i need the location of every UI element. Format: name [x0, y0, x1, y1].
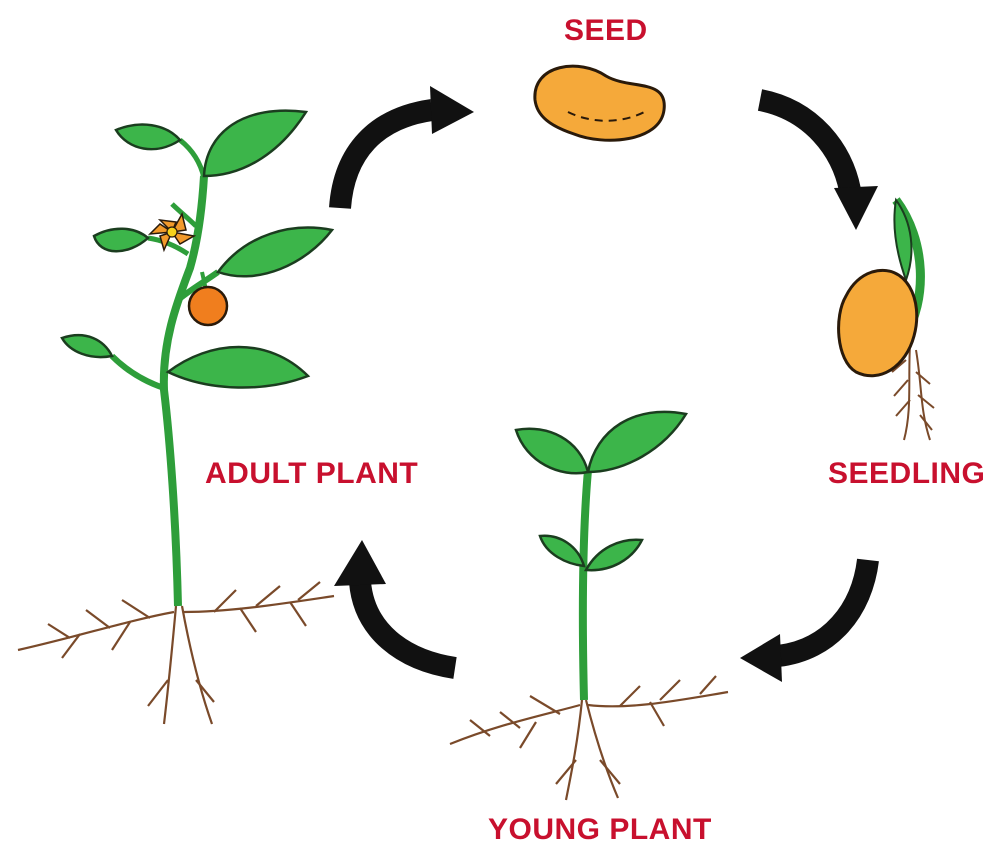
- stage-label-young-plant: YOUNG PLANT: [488, 813, 712, 846]
- fruit-illustration: [187, 271, 229, 327]
- seedling-illustration: [837, 197, 935, 441]
- flower-illustration: [148, 211, 197, 253]
- arrow-seedling-to-young-plant: [740, 558, 879, 682]
- stage-label-adult-plant: ADULT PLANT: [205, 457, 419, 490]
- adult-plant-illustration: [17, 109, 335, 725]
- arrow-adult-plant-to-seed: [329, 86, 474, 210]
- stage-label-seedling: SEEDLING: [828, 457, 986, 490]
- young-plant-illustration: [449, 410, 729, 801]
- arrow-seed-to-seedling: [757, 89, 878, 230]
- arrow-young-plant-to-adult-plant: [334, 540, 457, 679]
- stage-label-seed: SEED: [564, 14, 648, 47]
- seed-illustration: [533, 64, 666, 142]
